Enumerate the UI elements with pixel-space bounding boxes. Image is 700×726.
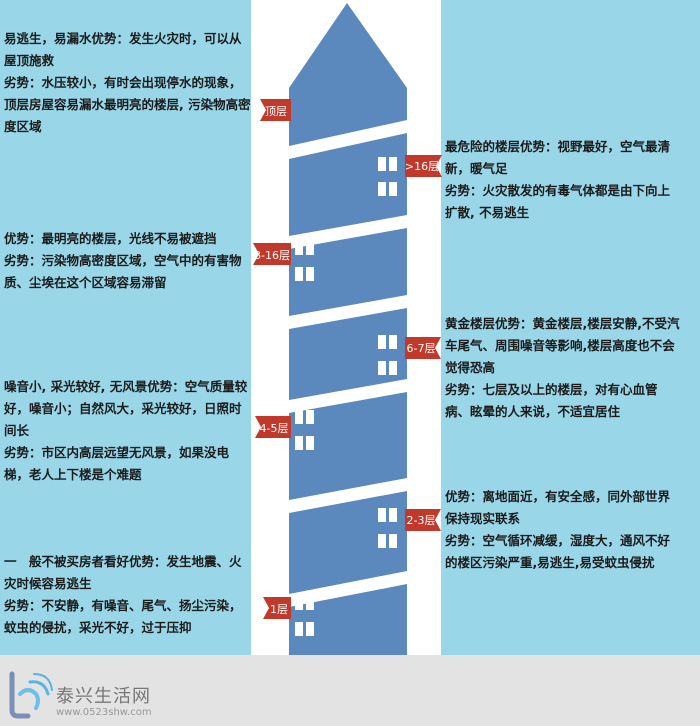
desc-line: 易逃生，易漏水优势：发生火灾时，可以从 <box>4 31 242 46</box>
desc-line: 噪音小, 采光较好, 无风景优势：空气质量较 <box>4 379 248 394</box>
desc-line: 梯，老人上下楼是个难题 <box>4 467 142 482</box>
desc-line: 屋顶施救 <box>4 53 55 68</box>
window-1 <box>295 596 314 636</box>
desc-line: 车尾气、周围噪音等影响,楼层高度也不会 <box>445 338 675 353</box>
floor-flag-4-5: 4-5层 <box>255 416 291 438</box>
desc-line: 顶层房屋容易漏水最明亮的楼层, 污染物高密 <box>4 97 251 112</box>
desc-line: 好，噪音小；自然风大，采光较好，日照时 <box>4 401 242 416</box>
floor-label-1: 1层 <box>270 603 288 616</box>
floor-flag-6-7: 6-7层 <box>405 337 441 359</box>
site-logo-icon <box>9 671 53 719</box>
desc-line: 最危险的楼层优势：视野最好，空气最清 <box>445 139 671 154</box>
footer-bar <box>0 655 700 726</box>
desc-line: 保持现实联系 <box>445 511 521 526</box>
desc-line: 劣势：空气循环减缓，湿度大，通风不好 <box>445 533 671 548</box>
desc-line: 劣势：不安静，有噪音、尾气、扬尘污染， <box>4 598 242 613</box>
floor-label-8-16: 8-16层 <box>254 249 290 262</box>
desc-line: 劣势：火灾散发的有毒气体都是由下向上 <box>445 183 671 198</box>
window-6-7 <box>378 335 397 375</box>
building-segment-4-5 <box>289 392 407 500</box>
desc-top: 易逃生，易漏水优势：发生火灾时，可以从 屋顶施救 劣势：水压较小，有时会出现停水… <box>4 28 251 138</box>
desc-line: 优势：最明亮的楼层，光线不易被遮挡 <box>4 231 217 246</box>
floor-label-4-5: 4-5层 <box>260 422 289 435</box>
desc-4-5: 噪音小, 采光较好, 无风景优势：空气质量较 好，噪音小；自然风大，采光较好，日… <box>4 376 251 486</box>
left-panel <box>0 0 251 655</box>
floor-flag-8-16: 8-16层 <box>253 243 291 265</box>
floor-label-top: 顶层 <box>265 105 287 118</box>
site-url: www.0523shw.com <box>56 707 152 718</box>
window-8-16 <box>295 241 314 281</box>
desc-line: 黄金楼层优势：黄金楼层,楼层安静,不受汽 <box>445 316 680 331</box>
site-brand-name: 泰兴生活网 <box>56 686 151 707</box>
desc-line: 劣势：污染物高密度区域，空气中的有害物 <box>4 253 242 268</box>
desc-8-16: 优势：最明亮的楼层，光线不易被遮挡 劣势：污染物高密度区域，空气中的有害物 质、… <box>4 228 251 294</box>
desc-2-3: 优势：离地面近，有安全感，同外部世界 保持现实联系 劣势：空气循环减缓，湿度大，… <box>445 486 697 574</box>
desc-line: 劣势：七层及以上的楼层，对有心血管 <box>445 382 658 397</box>
desc-line: 新，暖气足 <box>445 161 508 176</box>
desc-line: 劣势：水压较小，有时会出现停水的现象， <box>4 75 242 90</box>
desc-line: 扩散, 不易逃生 <box>445 205 530 220</box>
building-diagram: 顶层 >16层 8-16层 6-7层 4-5层 2-3层 1层 <box>253 3 442 655</box>
desc-line: 间长 <box>4 423 30 438</box>
building-segment-8-16 <box>289 228 407 316</box>
floor-flag-2-3: 2-3层 <box>405 509 441 531</box>
desc-line: 觉得恐高 <box>445 360 496 375</box>
floor-label-6-7: 6-7层 <box>407 342 436 355</box>
building-segment-gt16 <box>289 133 407 236</box>
desc-line: 病、眩晕的人来说，不适宜居住 <box>445 404 621 419</box>
desc-gt16: 最危险的楼层优势：视野最好，空气最清 新，暖气足 劣势：火灾散发的有毒气体都是由… <box>445 136 697 224</box>
window-4-5 <box>295 410 314 450</box>
desc-line: 灾时候容易逃生 <box>4 576 92 591</box>
floor-label-gt16: >16层 <box>405 160 439 173</box>
desc-line: 质、尘埃在这个区域容易滞留 <box>4 275 167 290</box>
floor-flag-1: 1层 <box>263 597 291 619</box>
building-segment-6-7 <box>289 308 407 400</box>
right-panel <box>441 0 700 655</box>
floor-label-2-3: 2-3层 <box>407 514 436 527</box>
window-2-3 <box>378 508 397 548</box>
building-segment-2-3 <box>289 491 407 594</box>
desc-line: 劣势：市区内高层远望无风景，如果没电 <box>4 445 230 460</box>
window-gt16 <box>378 157 397 196</box>
desc-6-7: 黄金楼层优势：黄金楼层,楼层安静,不受汽 车尾气、周围噪音等影响,楼层高度也不会… <box>445 313 697 423</box>
desc-line: 蚊虫的侵扰，采光不好，过于压抑 <box>4 620 192 635</box>
desc-line: 的楼区污染严重,易逃生,易受蚊虫侵扰 <box>445 555 655 570</box>
floor-flag-top: 顶层 <box>260 99 291 121</box>
desc-line: 一 般不被买房者看好优势：发生地震、火 <box>4 554 242 569</box>
desc-1: 一 般不被买房者看好优势：发生地震、火 灾时候容易逃生 劣势：不安静，有噪音、尾… <box>4 551 251 639</box>
building-segment-1 <box>289 584 407 655</box>
floor-flag-gt16: >16层 <box>405 155 442 177</box>
building-roof-segment <box>289 3 407 146</box>
desc-line: 度区域 <box>4 119 42 134</box>
desc-line: 优势：离地面近，有安全感，同外部世界 <box>445 489 671 504</box>
